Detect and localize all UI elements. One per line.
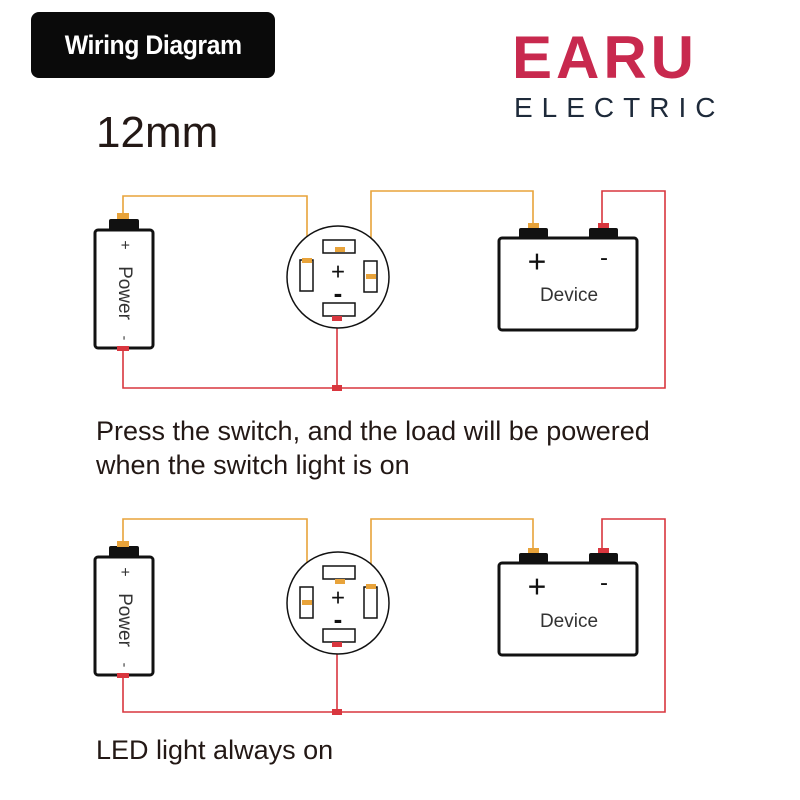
- power-plus-label: +: [116, 240, 133, 249]
- switch-minus-label: -: [334, 278, 343, 308]
- device-plus-label: +: [528, 568, 547, 604]
- device-minus-label: -: [600, 569, 608, 596]
- switch-pinout: + -: [286, 551, 390, 655]
- power-minus-label: -: [117, 663, 133, 668]
- caption-momentary: Press the switch, and the load will be p…: [96, 414, 650, 482]
- power-battery: + Power -: [93, 541, 155, 678]
- wiring-diagram-badge: Wiring Diagram: [31, 12, 275, 78]
- device-label: Device: [540, 285, 598, 306]
- badge-label: Wiring Diagram: [64, 29, 242, 60]
- switch-plus-label: +: [331, 258, 345, 285]
- wire-switch-to-device-plus: [370, 190, 534, 274]
- wire-negative-return: [122, 190, 666, 389]
- device-battery: + - Device: [497, 223, 639, 332]
- device-battery: + - Device: [497, 548, 639, 657]
- diagram-always-on: + Power - + - + - Device: [93, 518, 666, 715]
- wire-power-to-switch: [122, 518, 308, 600]
- device-minus-label: -: [600, 244, 608, 271]
- device-label: Device: [540, 611, 598, 632]
- brand-subtitle: ELECTRIC: [514, 92, 725, 123]
- wire-negative-return: [122, 518, 666, 713]
- power-label: Power: [114, 266, 135, 321]
- switch-plus-label: +: [331, 584, 345, 611]
- caption-line-1: Press the switch, and the load will be p…: [96, 416, 650, 446]
- power-label: Power: [114, 593, 135, 648]
- caption-line-1: LED light always on: [96, 735, 334, 765]
- power-plus-label: +: [116, 567, 133, 576]
- device-plus-label: +: [528, 243, 547, 279]
- brand-logo: EARU: [512, 24, 699, 91]
- wire-power-to-switch: [122, 195, 308, 258]
- wire-switch-to-device-plus: [370, 518, 534, 585]
- size-label: 12mm: [96, 108, 219, 157]
- caption-line-2: when the switch light is on: [96, 450, 410, 480]
- diagram-momentary: + Power - + - + - Device: [93, 190, 666, 391]
- power-battery: + Power -: [93, 213, 155, 351]
- caption-always-on: LED light always on: [96, 733, 333, 767]
- switch-minus-label: -: [334, 604, 343, 634]
- power-minus-label: -: [117, 336, 133, 341]
- switch-pinout: + -: [286, 225, 390, 329]
